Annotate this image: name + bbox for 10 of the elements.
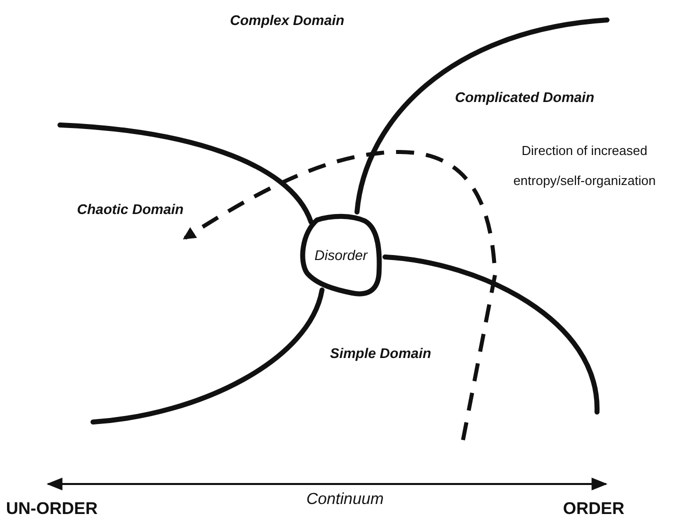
axis-label: Continuum [305, 490, 385, 510]
domain-label: Simple Domain [330, 344, 432, 363]
disorder-blob [297, 213, 385, 297]
domain-label: Chaotic Domain [77, 200, 184, 219]
axis-end-label: UN-ORDER [6, 498, 98, 520]
domain-label: Complicated Domain [455, 88, 594, 107]
node-label: Disorder [314, 246, 368, 264]
domain-label: Complex Domain [230, 11, 344, 30]
axis-end-label: ORDER [563, 498, 624, 520]
direction-label: Direction of increased entropy/self-organization [512, 142, 657, 190]
